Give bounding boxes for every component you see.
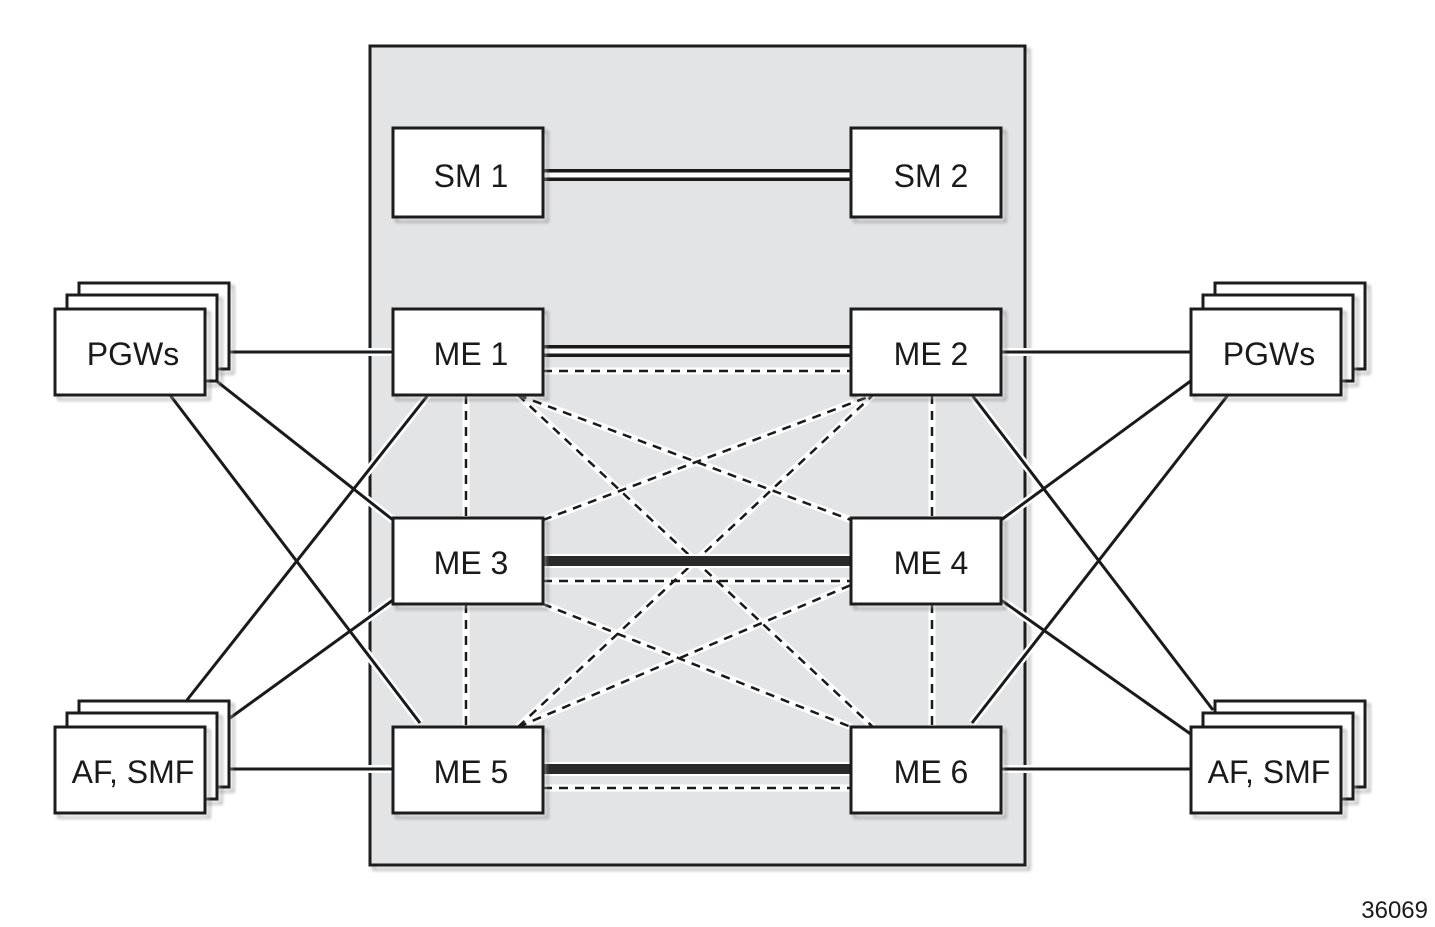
node-pgws-right[interactable]: PGWs [1189,281,1367,397]
node-me4-label: ME 4 [894,545,969,581]
me3-me4-link [543,554,851,568]
node-pgws-left[interactable]: PGWs [53,281,231,397]
node-afsmf-right-label: AF, SMF [1208,754,1331,790]
external-links [166,348,1232,773]
me1-me2-link [543,345,851,357]
node-me3-label: ME 3 [434,545,509,581]
node-me2-label: ME 2 [894,336,969,372]
node-me6[interactable]: ME 6 [849,725,1003,815]
node-me5[interactable]: ME 5 [391,725,545,815]
figure-id: 36069 [1361,897,1428,924]
node-me4[interactable]: ME 4 [849,516,1003,606]
node-me3[interactable]: ME 3 [391,516,545,606]
node-pgws-left-label: PGWs [87,336,179,372]
node-afsmf-left[interactable]: AF, SMF [53,699,231,815]
node-me1-label: ME 1 [434,336,509,372]
node-sm2[interactable]: SM 2 [849,126,1003,219]
node-me1[interactable]: ME 1 [391,307,545,397]
node-me5-label: ME 5 [434,754,509,790]
node-me6-label: ME 6 [894,754,969,790]
node-afsmf-left-label: AF, SMF [72,754,195,790]
node-pgws-right-label: PGWs [1223,336,1315,372]
node-sm2-label: SM 2 [894,158,969,194]
node-me2[interactable]: ME 2 [849,307,1003,397]
sm-redundancy-link [543,169,851,181]
node-sm1-label: SM 1 [434,158,509,194]
node-sm1[interactable]: SM 1 [391,126,545,219]
me5-me6-link [543,762,851,776]
node-afsmf-right[interactable]: AF, SMF [1189,699,1367,815]
